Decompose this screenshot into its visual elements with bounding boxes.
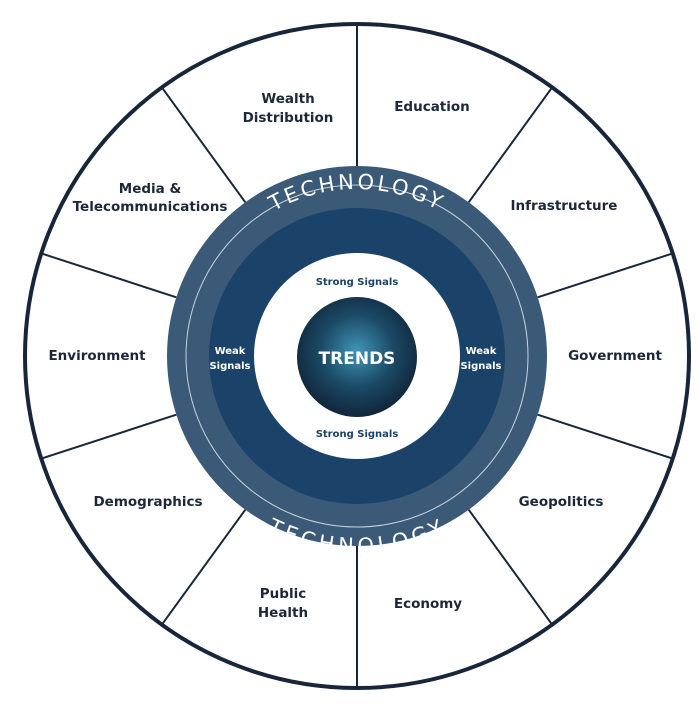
segment-media-1: Media & <box>119 181 182 197</box>
segment-divider-line <box>467 509 553 625</box>
segment-wealth-distribution-1: Wealth <box>261 91 314 107</box>
segment-divider-line <box>41 413 177 460</box>
segment-labels: Wealth Distribution Education Infrastruc… <box>48 91 662 621</box>
segment-government: Government <box>568 348 662 364</box>
segment-divider-line <box>161 87 247 203</box>
strong-signals-bottom: Strong Signals <box>316 429 399 440</box>
segment-wealth-distribution-2: Distribution <box>243 110 334 126</box>
segment-demographics: Demographics <box>93 494 202 510</box>
strong-signals-top: Strong Signals <box>316 277 399 288</box>
segment-divider-line <box>467 87 553 203</box>
technology-ring-inner-line <box>185 184 529 528</box>
segment-education: Education <box>394 99 470 115</box>
segment-infrastructure: Infrastructure <box>511 198 618 214</box>
weak-signals-right-1: Weak <box>466 346 497 357</box>
segment-public-health-1: Public <box>260 586 306 602</box>
weak-signals-left-1: Weak <box>215 346 246 357</box>
segment-divider-line <box>41 252 177 299</box>
segment-economy: Economy <box>394 596 462 612</box>
segment-media-2: Telecommunications <box>73 199 228 215</box>
trends-label: TRENDS <box>319 349 396 369</box>
trends-sphere <box>297 297 417 417</box>
weak-signals-left-2: Signals <box>209 361 250 372</box>
segment-public-health-2: Health <box>258 605 308 621</box>
segment-geopolitics: Geopolitics <box>519 494 604 510</box>
segment-divider-line <box>161 509 247 625</box>
segment-dividers <box>41 25 673 687</box>
segment-environment: Environment <box>48 348 146 364</box>
segment-divider-line <box>537 413 673 460</box>
segment-divider-line <box>537 252 673 299</box>
weak-signals-right-2: Signals <box>460 361 501 372</box>
